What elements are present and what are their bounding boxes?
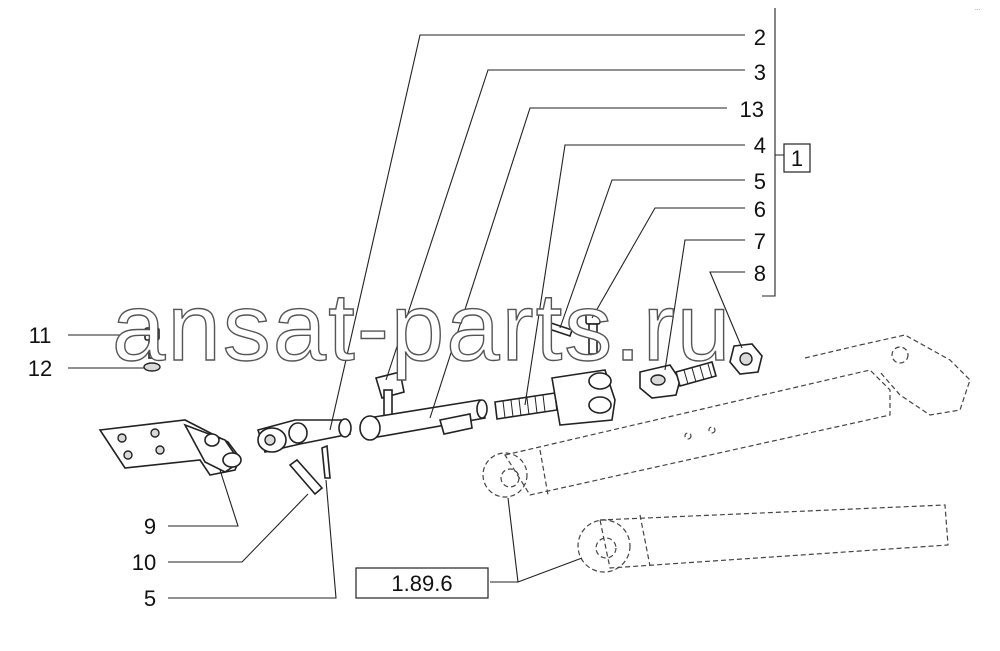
callout-12: 12 — [28, 356, 52, 381]
arm-seams — [539, 449, 651, 567]
leader-6 — [591, 207, 745, 319]
upper-arm-eye — [482, 452, 528, 498]
clevis-hole-bottom — [588, 396, 612, 414]
tube-end-right — [476, 399, 488, 419]
part-6-clevis-pin — [585, 311, 601, 355]
nut-hole — [739, 352, 753, 366]
callout-6: 6 — [754, 197, 766, 222]
lower-arm-eye — [577, 519, 631, 573]
leader-13 — [429, 107, 727, 419]
leader-7 — [664, 239, 745, 371]
lower-arm-hole — [595, 537, 617, 559]
callout-5-bottom: 5 — [144, 586, 156, 611]
bracket-eye — [222, 452, 242, 468]
reference-box[interactable] — [355, 567, 489, 599]
upper-arm-rod — [804, 344, 861, 359]
part-10-pin — [288, 458, 324, 496]
leader-4 — [524, 144, 745, 406]
part-8-nut — [729, 343, 763, 375]
callout-13: 13 — [740, 97, 764, 122]
ball-joint-ball — [264, 434, 276, 446]
cotter-pin-lower — [321, 444, 331, 479]
upper-lift-arm — [504, 369, 891, 496]
lower-lift-arm — [599, 504, 949, 569]
clip-pin-upper — [544, 320, 574, 338]
part-5-clip-pin-upper — [544, 320, 574, 338]
watermark-text: ansat-parts.ru — [112, 274, 732, 381]
reference-box-label: 1.89.6 — [391, 571, 452, 596]
callout-9: 9 — [144, 514, 156, 539]
callout-8: 8 — [754, 261, 766, 286]
hook-pivot — [891, 346, 909, 364]
bracket-eye-2 — [204, 433, 220, 447]
bolt-shank — [148, 339, 156, 359]
callout-2: 2 — [754, 25, 766, 50]
leader-2 — [329, 34, 745, 431]
callout-10: 10 — [132, 550, 156, 575]
leader-8 — [709, 271, 745, 349]
arm-hole-2 — [708, 426, 716, 434]
rod-threads — [502, 394, 546, 419]
callout-5-top: 5 — [754, 169, 766, 194]
leader-9 — [168, 469, 239, 527]
bracket-bolt-3 — [123, 450, 133, 460]
part-12-washer — [143, 362, 161, 372]
tube-locking-clip — [438, 413, 473, 435]
leader-5-bottom — [168, 479, 337, 599]
leader-3 — [385, 69, 745, 381]
eye-bolt-thread — [675, 361, 717, 387]
eye-bolt-threads — [683, 363, 713, 385]
part-9-bracket-plate — [98, 419, 242, 476]
group-bracket — [762, 8, 785, 297]
callout-11: 11 — [29, 323, 52, 348]
arm-hole-1 — [684, 432, 692, 440]
part-7-eye-bolt — [639, 361, 717, 399]
group-label: 1 — [791, 146, 803, 171]
upper-arm-hook-end — [859, 334, 971, 416]
ball-joint-shaft-end — [338, 418, 352, 438]
bracket-bolt-1 — [117, 433, 127, 443]
leader-5-top — [559, 179, 745, 329]
leader-reference — [490, 497, 583, 583]
part-3-linch-pin — [374, 371, 405, 425]
bracket-bolt-2 — [150, 428, 160, 438]
part-11-bolt — [144, 327, 160, 359]
lift-arm-assembly-outline — [482, 334, 971, 573]
group-label-box — [783, 143, 811, 173]
corner-mark: ... — [975, 6, 980, 12]
part-13-threaded-tube — [359, 399, 488, 441]
pin-body — [288, 458, 324, 496]
part-4-clevis-rod — [494, 369, 616, 426]
clevis-pin-shank — [588, 323, 598, 355]
part-2-ball-joint — [256, 418, 352, 453]
callout-7: 7 — [754, 229, 766, 254]
bracket-bolt-4 — [155, 445, 165, 455]
linch-pin-ring — [374, 371, 405, 399]
callout-3: 3 — [754, 60, 766, 85]
leader-10 — [168, 493, 309, 563]
callout-4: 4 — [754, 133, 766, 158]
leader-lines — [68, 8, 785, 599]
clevis-hole-top — [588, 372, 612, 390]
tube-end-left — [359, 415, 381, 441]
washer — [143, 362, 161, 372]
part-5-cotter-pin-lower — [321, 444, 331, 479]
eye-bolt-hole — [650, 374, 666, 386]
upper-arm-hole — [500, 468, 520, 488]
ball-joint-collar — [288, 422, 308, 444]
